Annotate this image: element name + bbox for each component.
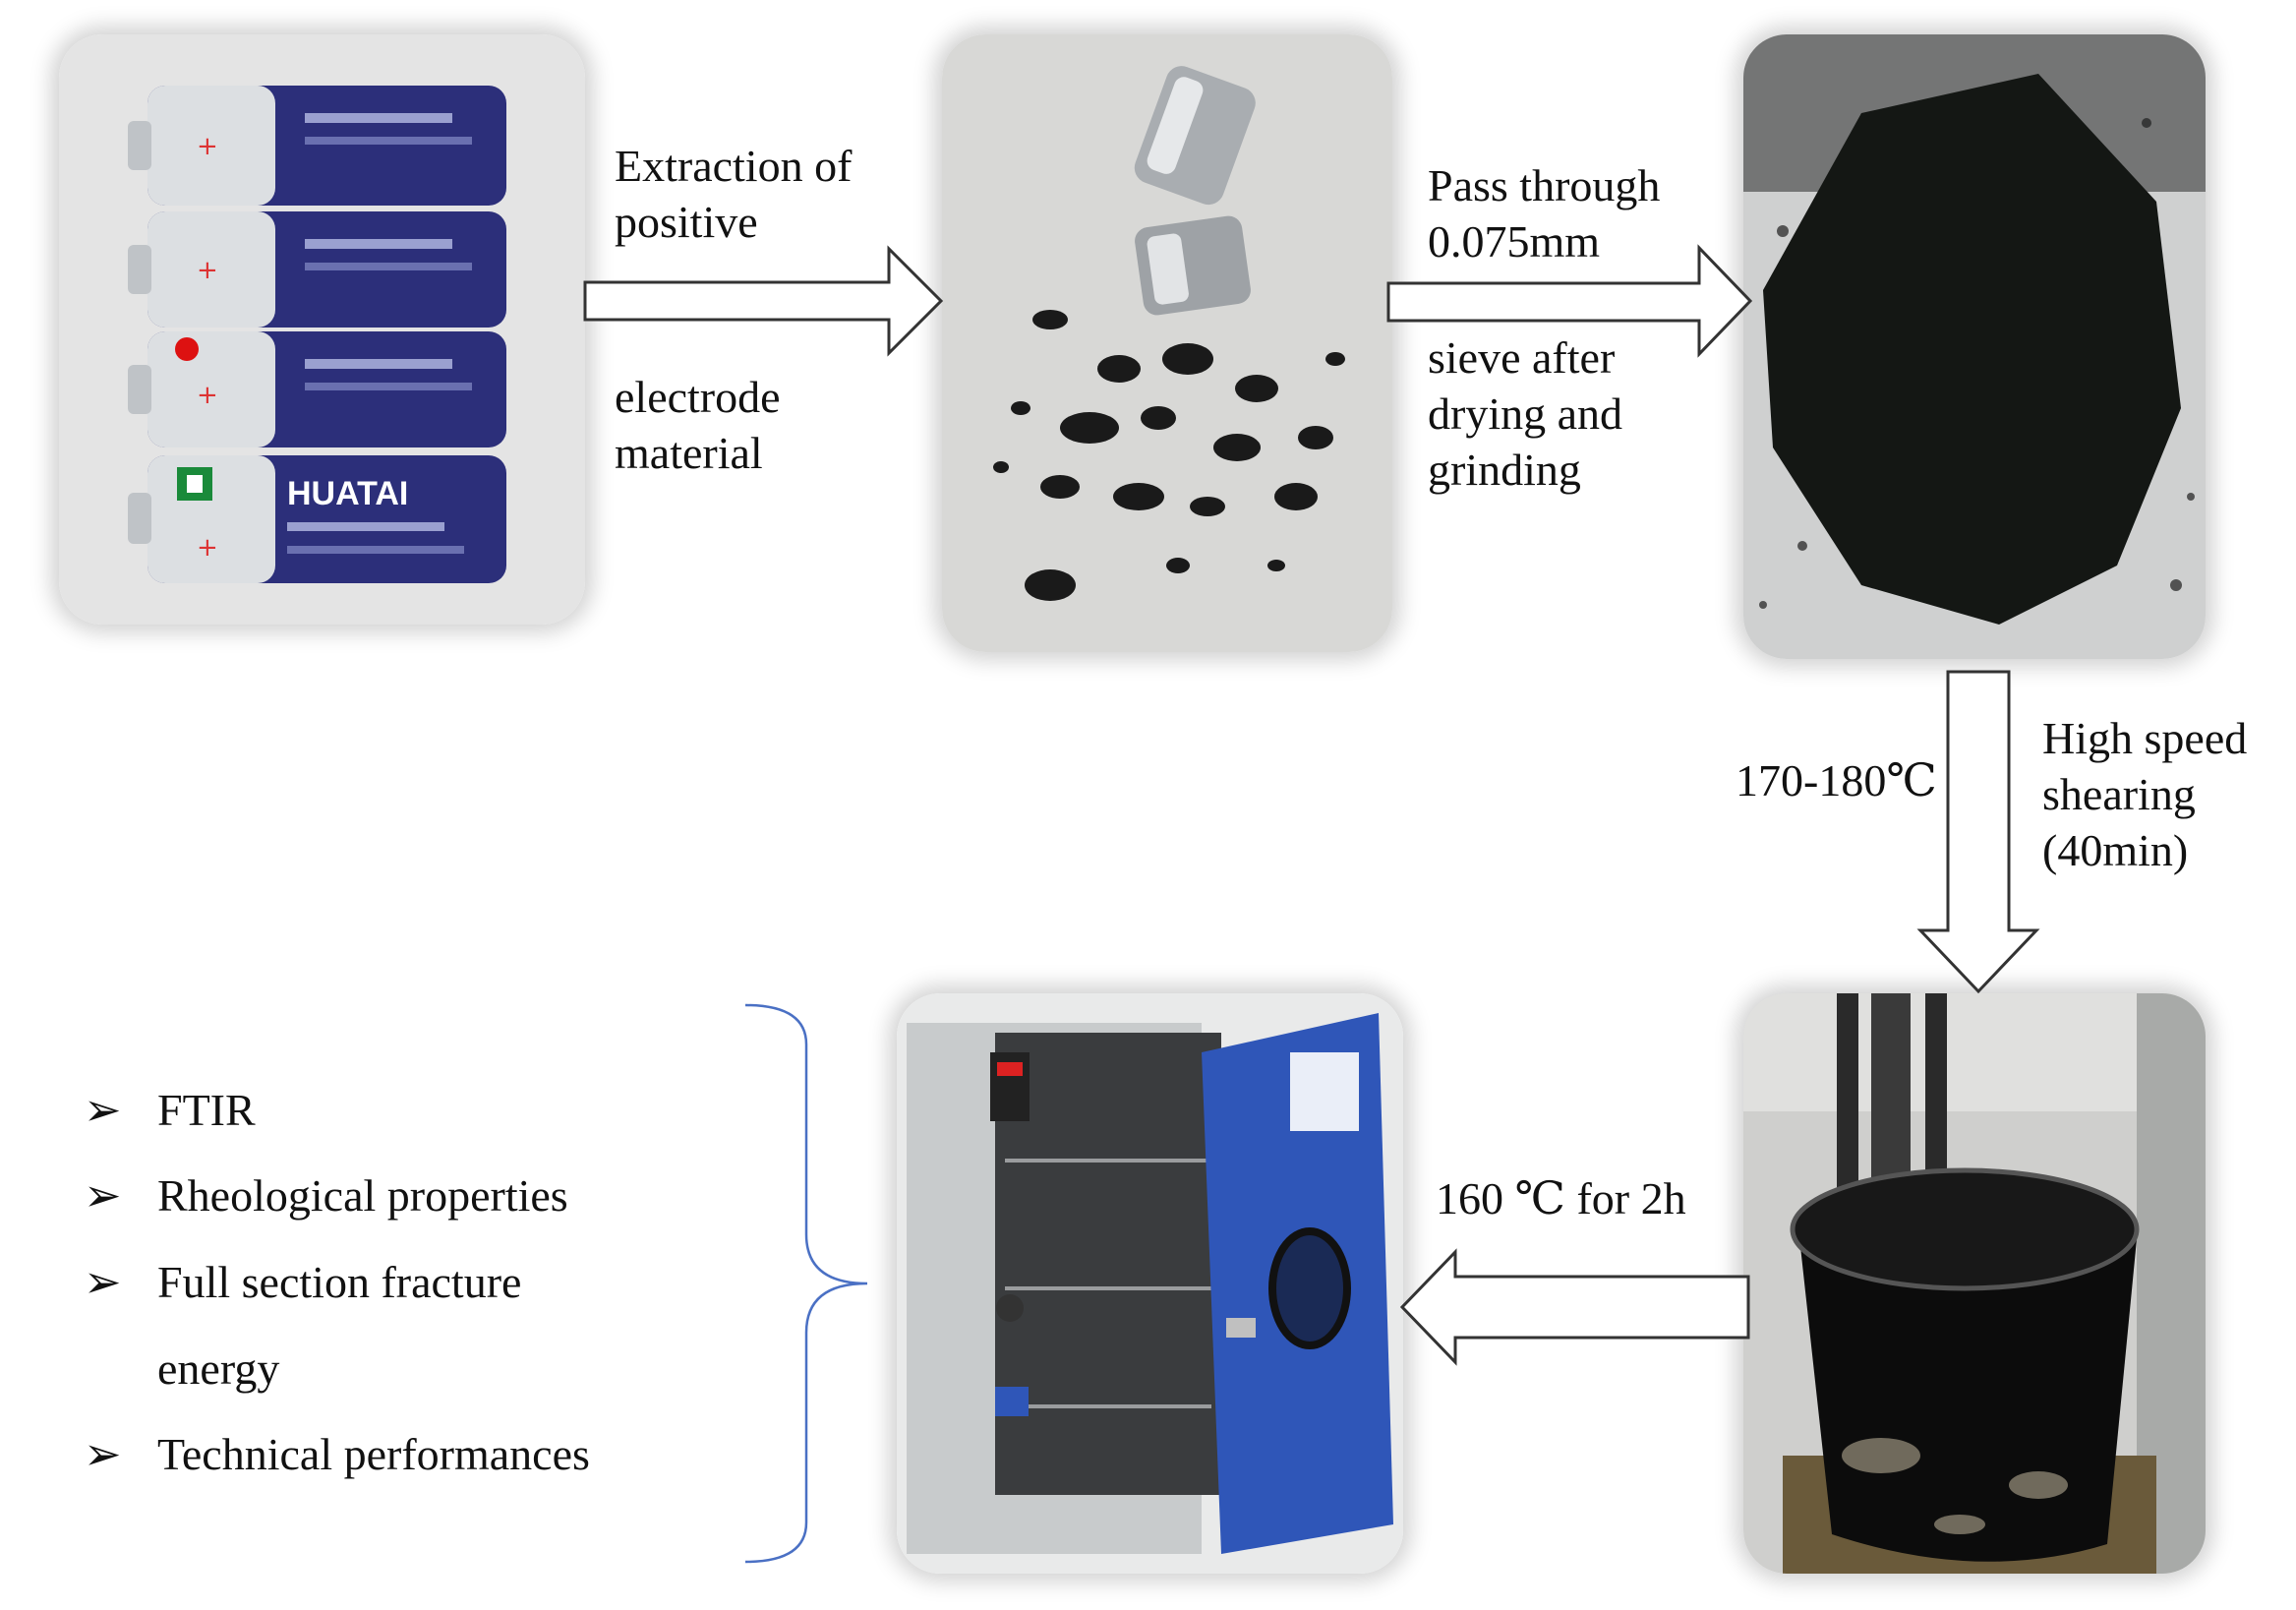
photo-oven <box>897 993 1403 1574</box>
powder-pile <box>1763 74 2181 625</box>
arrow-bullet-icon: ➢ <box>84 1429 122 1479</box>
step2-line4: drying and <box>1428 388 1623 439</box>
arrow-bullet-icon: ➢ <box>84 1170 122 1221</box>
step2-label-top: Pass through 0.075mm <box>1428 157 1660 269</box>
arrow-bullet-icon: ➢ <box>84 1257 122 1307</box>
black-debris <box>993 310 1345 601</box>
oven-window <box>1268 1227 1351 1349</box>
step1-line4: material <box>615 428 763 478</box>
step2-line1: Pass through <box>1428 160 1661 210</box>
step3-line3: (40min) <box>2042 825 2189 875</box>
step4-label: 160 ℃ for 2h <box>1436 1173 1686 1223</box>
shearing-illustration <box>1743 993 2206 1574</box>
step1-label-top: Extraction of positive <box>615 138 852 250</box>
arrow-right-1 <box>583 245 944 357</box>
photo-extracted-material <box>942 34 1392 652</box>
svg-text:+: + <box>197 256 218 285</box>
step2-label-bottom: sieve after drying and grinding <box>1428 329 1622 498</box>
svg-text:+: + <box>197 533 218 563</box>
step3-line1: High speed <box>2042 713 2248 763</box>
test-brace <box>744 1003 868 1564</box>
battery-4: + HUATAI <box>128 455 506 583</box>
step1-line1: Extraction of <box>615 141 853 191</box>
photo-powder <box>1743 34 2206 659</box>
svg-text:+: + <box>197 132 218 161</box>
step3-shearing: High speed shearing (40min) <box>2042 710 2247 878</box>
test-item-fracture-cont: energy <box>157 1343 280 1394</box>
extracted-material-illustration <box>942 34 1392 652</box>
arrow-left-1 <box>1399 1248 1750 1366</box>
photo-shearing <box>1743 993 2206 1574</box>
oven-illustration <box>897 993 1403 1574</box>
step2-line5: grinding <box>1428 445 1581 495</box>
step2-line2: 0.075mm <box>1428 216 1601 267</box>
arrow-bullet-icon: ➢ <box>84 1085 122 1135</box>
battery-2: + <box>128 211 506 328</box>
step3-temperature: 170-180℃ <box>1736 755 1937 805</box>
step2-line3: sieve after <box>1428 332 1616 383</box>
battery-brand: HUATAI <box>287 475 408 512</box>
powder-illustration <box>1743 34 2206 659</box>
step1-line2: positive <box>615 197 758 247</box>
arrow-right-2 <box>1386 244 1753 358</box>
photo-batteries: + + + + HUATAI <box>59 34 585 625</box>
svg-text:+: + <box>197 381 218 410</box>
step3-line2: shearing <box>2042 769 2196 819</box>
battery-1: + <box>128 86 506 206</box>
batteries-illustration: + + + + HUATAI <box>59 34 585 625</box>
battery-3: + <box>128 331 506 447</box>
step1-line3: electrode <box>615 372 781 422</box>
arrow-down-1 <box>1916 670 2040 994</box>
step1-label-bottom: electrode material <box>615 369 781 481</box>
battery-casing <box>1134 66 1256 316</box>
